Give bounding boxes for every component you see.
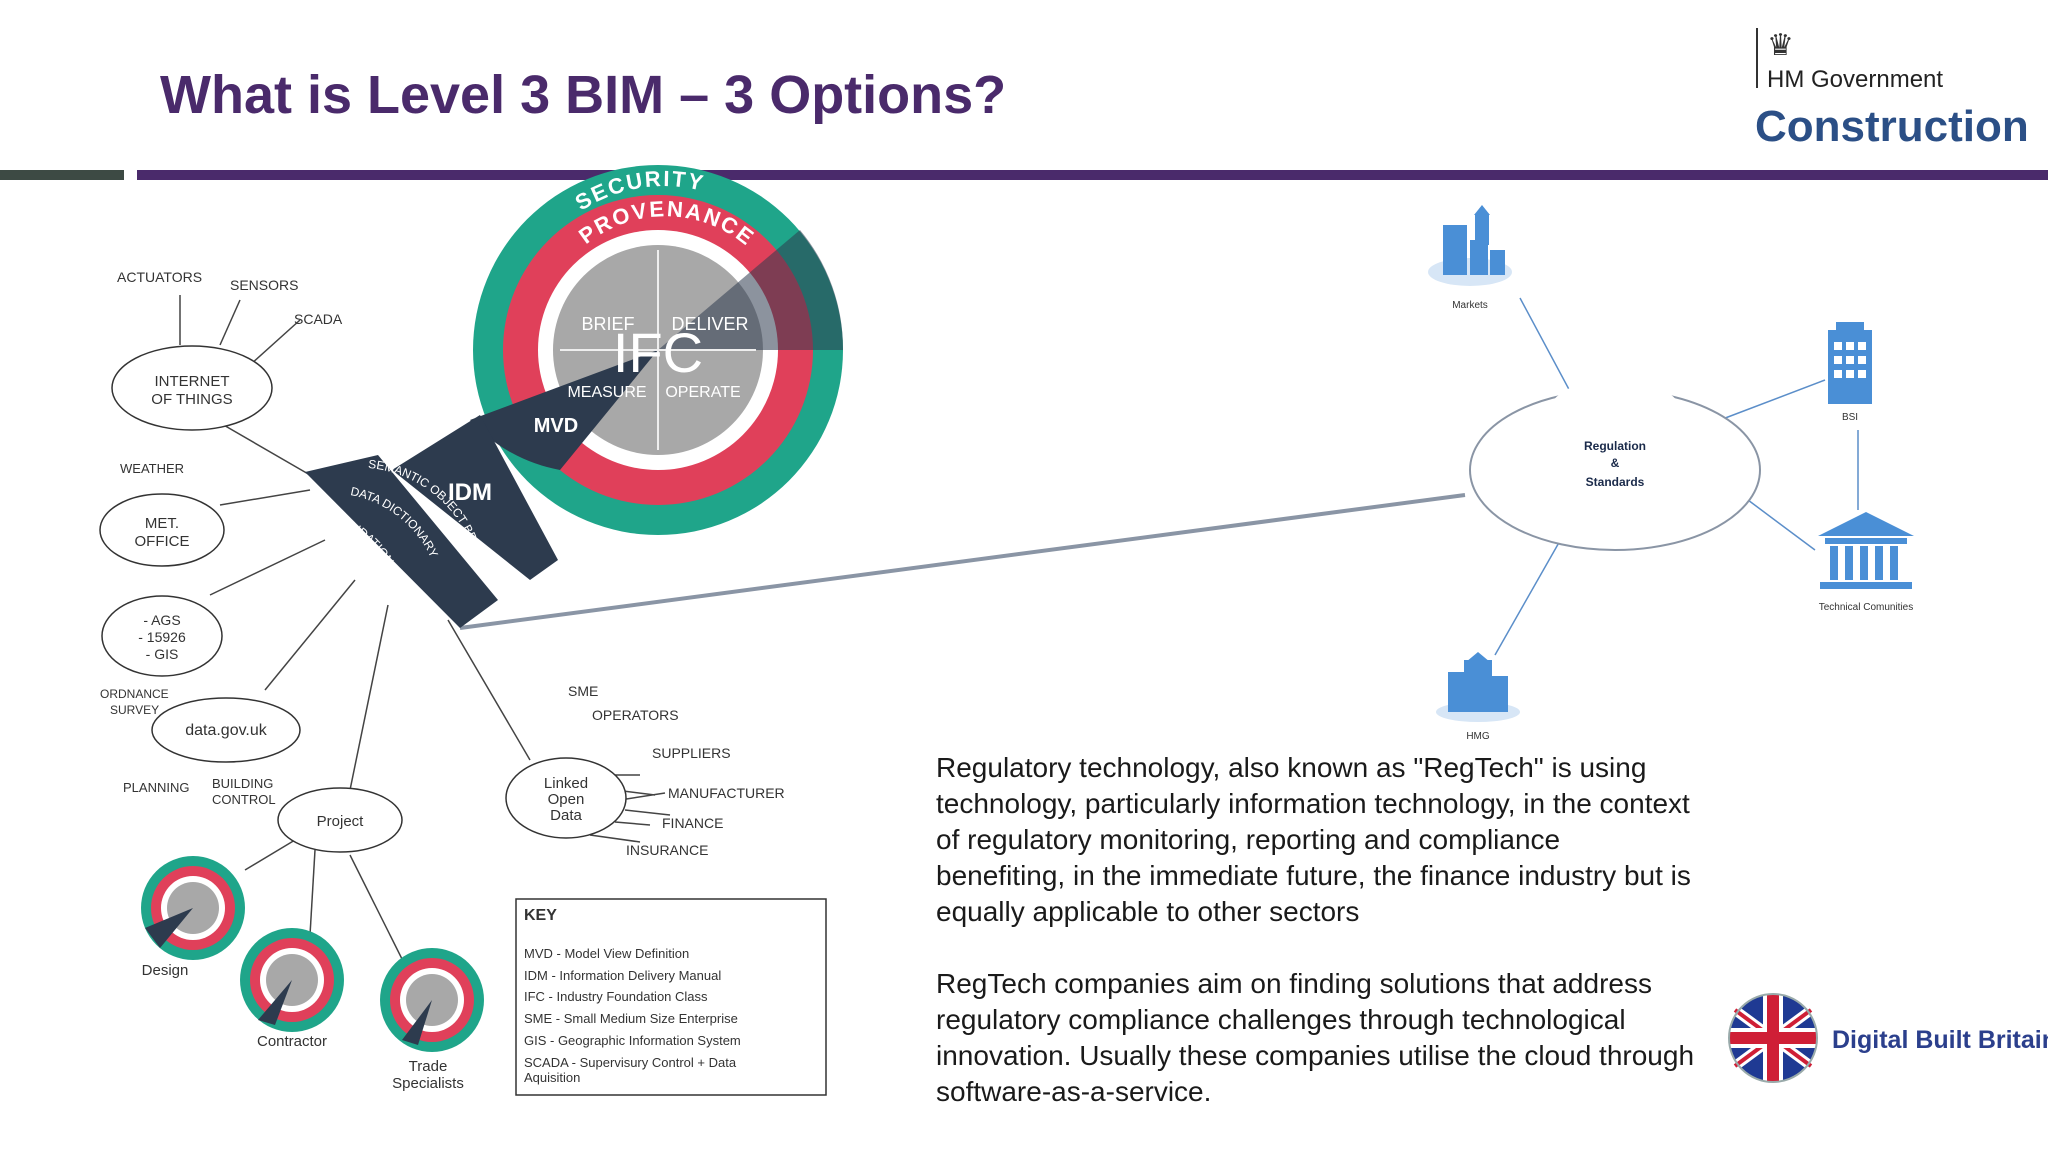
key-item-gis: GIS - Geographic Information System <box>524 1033 741 1048</box>
regulation-label-1: Regulation <box>1584 439 1646 453</box>
trade-wheel <box>380 948 484 1052</box>
design-wheel <box>141 856 245 960</box>
ordnance-label-2: SURVEY <box>110 703 159 717</box>
datagov-label: data.gov.uk <box>185 722 268 739</box>
planning-label: PLANNING <box>123 780 189 795</box>
key-item-mvd: MVD - Model View Definition <box>524 946 689 961</box>
regtech-paragraph-2: RegTech companies aim on finding solutio… <box>936 968 1695 1107</box>
trade-label-2: Specialists <box>392 1075 464 1092</box>
ags-label-1: - AGS <box>143 612 180 628</box>
contractor-label: Contractor <box>257 1033 327 1050</box>
regtech-paragraph-1: Regulatory technology, also known as "Re… <box>936 752 1691 927</box>
regtech-text: Regulatory technology, also known as "Re… <box>936 750 1696 1146</box>
mvd-label: MVD <box>534 415 578 437</box>
key-item-scada-2: Aquisition <box>524 1070 580 1085</box>
regulation-label-2: & <box>1611 456 1620 470</box>
broker-band <box>305 455 498 628</box>
linked-label-1: Linked <box>544 775 588 792</box>
sme-label: SME <box>568 683 598 699</box>
bsi-label: BSI <box>1842 412 1858 423</box>
hmg-label: HMG <box>1466 731 1490 742</box>
contractor-wheel <box>240 928 344 1032</box>
logo-line-2: Construction <box>1755 102 2029 151</box>
deliver-label: DELIVER <box>671 314 748 334</box>
wheel-labels: Design Contractor Trade Specialists <box>142 962 464 1092</box>
hm-government-construction-logo: ♛ HM Government Construction <box>1753 22 2029 152</box>
finance-label: FINANCE <box>662 815 723 831</box>
bim-wheel: SECURITY PROVENANCE IFC BRIEF DELIVER ME… <box>470 165 844 535</box>
building-label-2: CONTROL <box>212 792 276 807</box>
ags-cloud <box>101 595 223 677</box>
key-item-ifc: IFC - Industry Foundation Class <box>524 989 708 1004</box>
iot-label-1: INTERNET <box>155 373 230 390</box>
digital-built-britain-label: Digital Built Britain <box>1832 1026 2048 1054</box>
linked-cloud <box>505 757 627 839</box>
header-divider <box>137 170 2048 180</box>
met-label-2: OFFICE <box>135 533 190 550</box>
cloud-shapes <box>99 345 627 853</box>
sensors-label: SENSORS <box>230 277 298 293</box>
left-connectors <box>179 295 531 966</box>
idm-band <box>392 415 558 580</box>
linked-label-3: Data <box>550 807 582 824</box>
ags-label-3: - GIS <box>146 646 179 662</box>
design-label: Design <box>142 962 189 979</box>
weather-label: WEATHER <box>120 461 184 476</box>
iot-label-2: OF THINGS <box>151 391 232 408</box>
manufacturer-label: MANUFACTURER <box>668 785 785 801</box>
royal-crest-icon: ♛ <box>1767 29 1794 62</box>
met-cloud <box>99 493 225 567</box>
page-title: What is Level 3 BIM – 3 Options? <box>160 65 1007 125</box>
right-labels: Linked Open Data SME OPERATORS SUPPLIERS… <box>544 683 785 858</box>
measure-label: MEASURE <box>567 384 646 401</box>
network-lines <box>1494 297 1859 656</box>
mvd-wedge <box>470 350 658 470</box>
linked-label-2: Open <box>548 791 585 808</box>
key-heading: KEY <box>524 907 557 924</box>
building-label-1: BUILDING <box>212 776 273 791</box>
ags-label-2: - 15926 <box>138 629 186 645</box>
regulation-label-3: Standards <box>1586 475 1645 489</box>
markets-icon <box>1428 205 1512 286</box>
ordnance-label-1: ORDNANCE <box>100 687 169 701</box>
ifc-label: IFC <box>613 321 703 384</box>
key-item-sme: SME - Small Medium Size Enterprise <box>524 1011 738 1026</box>
insurance-label: INSURANCE <box>626 842 708 858</box>
left-labels: ACTUATORS SENSORS SCADA INTERNET OF THIN… <box>100 269 364 830</box>
brief-label: BRIEF <box>581 314 634 334</box>
operate-label: OPERATE <box>665 384 740 401</box>
met-label-1: MET. <box>145 515 179 532</box>
project-cloud <box>277 787 403 853</box>
trade-label-1: Trade <box>409 1058 448 1075</box>
link-line <box>459 493 1466 630</box>
union-flag-globe-icon <box>1728 993 1818 1083</box>
key-item-scada: SCADA - Supervisury Control + Data <box>524 1055 737 1070</box>
technical-label: Technical Comunities <box>1819 602 1914 613</box>
regulation-cloud <box>1469 378 1761 551</box>
hmg-icon <box>1436 652 1520 722</box>
suppliers-label: SUPPLIERS <box>652 745 731 761</box>
actuators-label: ACTUATORS <box>117 269 202 285</box>
bsi-icon <box>1828 322 1872 404</box>
dark-wedge <box>658 230 844 350</box>
technical-communities-icon <box>1818 512 1914 589</box>
logo-line-1: HM Government <box>1767 66 1944 93</box>
key-box <box>515 898 827 1096</box>
logo-rule <box>1756 28 1758 88</box>
header-divider-left <box>0 170 124 180</box>
regulation-labels: Regulation & Standards <box>1584 439 1646 489</box>
key-item-idm: IDM - Information Delivery Manual <box>524 968 721 983</box>
operators-label: OPERATORS <box>592 707 679 723</box>
iot-cloud <box>111 345 273 431</box>
scada-label: SCADA <box>294 311 343 327</box>
markets-label: Markets <box>1452 300 1488 311</box>
key-items: KEY MVD - Model View Definition IDM - In… <box>524 907 741 1085</box>
datagov-cloud <box>151 697 301 763</box>
project-label: Project <box>317 813 365 830</box>
idm-label: IDM <box>448 479 492 506</box>
